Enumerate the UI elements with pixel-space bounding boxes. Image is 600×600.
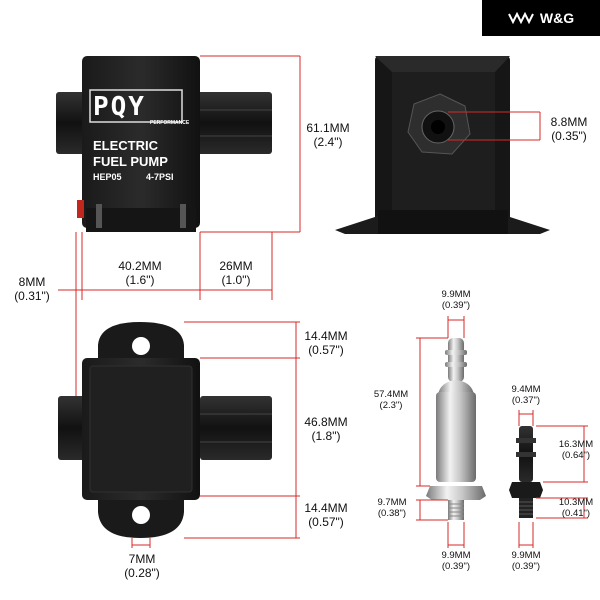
pump-front-view xyxy=(56,56,272,232)
dim-port: 8.8MM(0.35") xyxy=(550,115,588,143)
inlet-hex xyxy=(56,92,86,154)
dim-fitting-thread: 9.7MM(0.38") xyxy=(377,497,407,519)
pump-body xyxy=(82,56,200,228)
pump-label-line2: FUEL PUMP xyxy=(93,154,168,169)
dim-body-width: 40.2MM(1.6") xyxy=(118,259,162,287)
pump-pressure: 4-7PSI xyxy=(146,172,174,182)
dim-barb-dia: 9.4MM(0.37") xyxy=(511,384,541,406)
dim-barb-thread: 10.3MM(0.41") xyxy=(558,497,594,519)
pump-model: HEP05 xyxy=(93,172,122,182)
dim-body-height: 46.8MM(1.8") xyxy=(304,415,348,443)
dim-top-tab: 14.4MM(0.57") xyxy=(304,329,348,357)
dim-outlet-length: 26MM(1.0") xyxy=(219,259,253,287)
dim-barb-bottom: 9.9MM(0.39") xyxy=(511,550,541,572)
dim-fitting-top: 9.9MM(0.39") xyxy=(441,289,471,311)
brand-badge: W&G xyxy=(482,0,600,36)
pump-top-view xyxy=(58,322,272,538)
red-connector xyxy=(77,200,84,218)
dim-left-offset: 8MM(0.31") xyxy=(14,275,50,303)
dim-fitting-length: 57.4MM(2.3") xyxy=(373,389,409,411)
dim-height: 61.1MM(2.4") xyxy=(306,121,350,149)
wg-chevrons-logo-icon xyxy=(507,12,534,24)
pump-side-view xyxy=(335,56,550,234)
dim-hole-offset: 7MM(0.28") xyxy=(124,552,160,580)
outlet-hex xyxy=(194,92,272,154)
pump-logo-sub: PERFORMANCE xyxy=(150,120,190,126)
pump-logo: PQY xyxy=(93,92,146,122)
pump-label-line1: ELECTRIC xyxy=(93,138,158,153)
black-barb-fitting xyxy=(509,426,543,518)
dim-fitting-bottom: 9.9MM(0.39") xyxy=(441,550,471,572)
brand-name: W&G xyxy=(539,10,575,26)
chrome-fitting xyxy=(426,338,486,520)
dim-bottom-tab: 14.4MM(0.57") xyxy=(304,501,348,529)
dim-barb-length: 16.3MM(0.64") xyxy=(558,439,594,461)
dimension-lines xyxy=(58,55,588,548)
